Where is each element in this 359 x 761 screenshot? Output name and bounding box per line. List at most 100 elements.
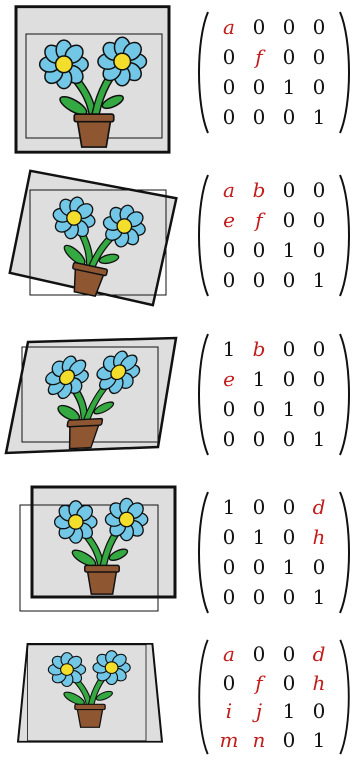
panel-rotation: a b 0 0 e f 0 0 0 0 1 0 0 0 0 1 xyxy=(0,163,359,313)
matrix-entry: 0 xyxy=(282,105,296,129)
flower-pot-illustration xyxy=(38,36,148,148)
leaf xyxy=(71,549,97,567)
matrix-entry: 1 xyxy=(282,397,296,421)
sheared-image-thumbnail xyxy=(4,336,178,455)
flower-pot-illustration xyxy=(53,497,149,595)
right-parenthesis xyxy=(339,491,350,614)
left-flower xyxy=(38,39,89,90)
matrix-entry: 0 xyxy=(252,555,266,579)
scale-matrix: a 0 0 0 0 f 0 0 0 0 1 0 0 0 0 1 xyxy=(194,10,354,135)
flower-pot-illustration xyxy=(52,196,146,298)
pot-rim xyxy=(72,261,108,277)
leaf xyxy=(108,548,129,561)
matrix-entry: 0 xyxy=(252,105,266,129)
matrix-entry: 0 xyxy=(312,337,326,361)
matrix-grid: 1 0 0 d 0 1 0 h 0 0 1 0 0 0 0 1 xyxy=(214,492,334,612)
matrix-entry: 1 xyxy=(312,105,326,129)
flower-center xyxy=(104,661,119,674)
matrix-entry: 0 xyxy=(252,15,266,39)
matrix-grid: a 0 0 d 0 f 0 h i j 1 0 m n 0 1 xyxy=(214,640,334,754)
left-flower xyxy=(53,500,98,544)
original-image-frame xyxy=(19,504,159,612)
matrix-entry: 0 xyxy=(252,427,266,451)
matrix-entry: 1 xyxy=(252,525,266,549)
matrix-entry: 0 xyxy=(222,45,236,69)
shear-matrix: 1 b 0 0 e 1 0 0 0 0 1 0 0 0 0 1 xyxy=(194,332,354,457)
panel-perspective: a 0 0 d 0 f 0 h i j 1 0 m n 0 1 xyxy=(0,638,359,761)
matrix-entry: n xyxy=(252,727,266,752)
pot-rim xyxy=(74,703,106,711)
flower-center xyxy=(60,663,74,676)
matrix-entry: e xyxy=(223,208,235,232)
matrix-entry: 0 xyxy=(252,495,266,519)
matrix-entry: b xyxy=(252,337,266,361)
matrix-entry: 0 xyxy=(312,45,326,69)
matrix-entry: 0 xyxy=(252,642,266,667)
matrix-entry: h xyxy=(312,525,326,549)
matrix-entry: 0 xyxy=(312,367,326,391)
panel-translation: 1 0 0 d 0 1 0 h 0 0 1 0 0 0 0 1 xyxy=(0,480,359,630)
pot xyxy=(76,117,112,148)
panel-shear: 1 b 0 0 e 1 0 0 0 0 1 0 0 0 0 1 xyxy=(0,322,359,472)
matrix-entry: 0 xyxy=(282,495,296,519)
matrix-entry: 1 xyxy=(252,367,266,391)
left-parenthesis xyxy=(198,174,209,297)
original-image-frame xyxy=(29,189,167,296)
matrix-entry: a xyxy=(223,178,235,202)
matrix-entry: 0 xyxy=(222,397,236,421)
matrix-grid: a 0 0 0 0 f 0 0 0 0 1 0 0 0 0 1 xyxy=(214,12,334,132)
matrix-entry: 0 xyxy=(282,15,296,39)
matrix-entry: 0 xyxy=(222,555,236,579)
matrix-entry: h xyxy=(312,670,326,695)
flower-pot-illustration xyxy=(45,350,141,450)
pot-rim xyxy=(73,113,115,123)
matrix-entry: 0 xyxy=(312,208,326,232)
right-flower xyxy=(102,204,146,248)
matrix-entry: 1 xyxy=(282,238,296,262)
matrix-entry: 0 xyxy=(282,642,296,667)
matrix-entry: 1 xyxy=(312,427,326,451)
flower-center xyxy=(118,511,135,528)
matrix-entry: 0 xyxy=(282,268,296,292)
matrix-entry: 0 xyxy=(252,585,266,609)
translated-image-thumbnail xyxy=(19,485,177,612)
matrix-entry: 1 xyxy=(282,555,296,579)
matrix-entry: d xyxy=(312,495,326,519)
leaf xyxy=(57,404,81,422)
pot xyxy=(86,568,118,595)
matrix-entry: 0 xyxy=(222,268,236,292)
perspective-matrix: a 0 0 d 0 f 0 h i j 1 0 m n 0 1 xyxy=(194,638,354,756)
matrix-entry: 0 xyxy=(252,238,266,262)
matrix-entry: 0 xyxy=(222,585,236,609)
matrix-entry: 0 xyxy=(222,105,236,129)
flower-center xyxy=(58,369,76,386)
left-flower xyxy=(52,196,96,240)
matrix-entry: 0 xyxy=(252,268,266,292)
leaf xyxy=(101,94,124,110)
matrix-entry: a xyxy=(223,15,235,39)
matrix-entry: 1 xyxy=(222,337,236,361)
matrix-entry: 0 xyxy=(282,208,296,232)
flower-center xyxy=(67,514,84,530)
leaf xyxy=(63,691,85,706)
pot-rim xyxy=(66,417,104,428)
matrix-entry: 1 xyxy=(222,495,236,519)
matrix-entry: 0 xyxy=(282,525,296,549)
original-image-frame xyxy=(27,644,147,742)
leaf xyxy=(63,244,86,266)
matrix-entry: f xyxy=(255,208,263,232)
matrix-entry: 1 xyxy=(312,268,326,292)
matrix-grid: 1 b 0 0 e 1 0 0 0 0 1 0 0 0 0 1 xyxy=(214,334,334,454)
matrix-entry: 0 xyxy=(282,45,296,69)
flower-center xyxy=(116,218,133,234)
leaf xyxy=(98,253,120,265)
matrix-entry: 0 xyxy=(312,397,326,421)
left-parenthesis xyxy=(198,491,209,614)
matrix-entry: 0 xyxy=(252,397,266,421)
matrix-entry: 0 xyxy=(312,178,326,202)
matrix-entry: 0 xyxy=(222,670,236,695)
left-parenthesis xyxy=(198,11,209,134)
left-flower xyxy=(45,355,89,400)
right-flower xyxy=(97,36,148,87)
matrix-entry: f xyxy=(255,45,263,69)
